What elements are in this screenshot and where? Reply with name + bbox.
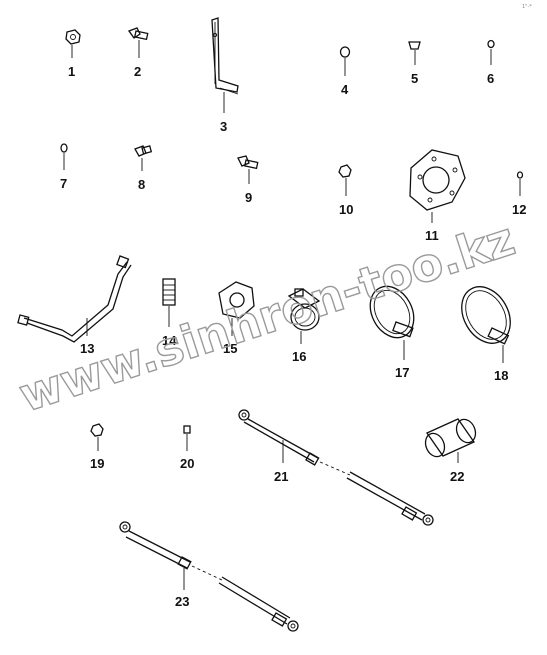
corner-stamp: 1"-*: [522, 4, 532, 10]
part-16-clamp: [287, 288, 321, 344]
watermark: www.sinhron-too.kz: [13, 211, 521, 422]
callout-3: 3: [220, 119, 227, 134]
part-14-stud: [162, 278, 176, 327]
part-13-pipe: [17, 255, 132, 343]
callout-1: 1: [68, 64, 75, 79]
callout-7: 7: [60, 176, 67, 191]
part-20-plug: [183, 425, 191, 451]
callout-13: 13: [80, 341, 94, 356]
part-5-plug: [408, 41, 421, 65]
callout-9: 9: [245, 190, 252, 205]
callout-23: 23: [175, 594, 189, 609]
callout-19: 19: [90, 456, 104, 471]
part-21-rod: [238, 409, 434, 526]
callout-17: 17: [395, 365, 409, 380]
callout-18: 18: [494, 368, 508, 383]
part-18-band-clamp: [461, 286, 511, 363]
part-19-nut: [90, 423, 104, 451]
callout-11: 11: [425, 228, 439, 243]
part-7-o-ring: [60, 143, 68, 170]
callout-16: 16: [292, 349, 306, 364]
part-1-nut: [65, 29, 81, 58]
part-22-bushing: [424, 418, 477, 463]
callout-14: 14: [162, 333, 177, 348]
callout-2: 2: [134, 64, 141, 79]
callout-4: 4: [341, 82, 349, 97]
part-2-bolt: [127, 27, 149, 58]
part-4-washer: [339, 46, 351, 76]
callout-5: 5: [411, 71, 418, 86]
part-8-bolt: [134, 145, 153, 171]
callout-10: 10: [339, 202, 353, 217]
callout-22: 22: [450, 469, 464, 484]
part-6-o-ring: [487, 39, 495, 65]
part-23-rod: [119, 521, 299, 632]
part-15-gasket: [218, 281, 255, 336]
callout-21: 21: [274, 469, 288, 484]
part-10-nut: [338, 164, 352, 196]
callout-8: 8: [138, 177, 145, 192]
part-17-band-clamp: [369, 285, 415, 360]
callout-12: 12: [512, 202, 526, 217]
callout-20: 20: [180, 456, 194, 471]
part-11-gasket: [409, 149, 466, 223]
callout-15: 15: [223, 341, 237, 356]
part-9-bolt: [237, 155, 259, 184]
callout-6: 6: [487, 71, 494, 86]
part-3-bracket: [211, 17, 239, 113]
part-12-o-ring: [516, 171, 524, 196]
